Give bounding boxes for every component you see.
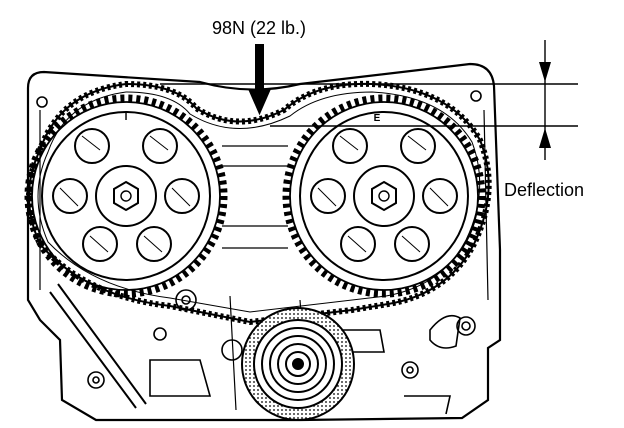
timing-belt-inner [37,91,481,313]
lower-belt-run [49,283,147,409]
deflection-arrows [539,62,551,148]
force-arrow [248,44,271,116]
left-cam-sprocket [24,94,228,298]
casting-holes [36,90,482,415]
force-label: 98N (22 lb.) [212,18,306,38]
right-cam-sprocket [282,94,486,298]
deflection-lines [160,40,578,160]
right-gear-mark: E [374,113,381,124]
tensioner-pulley [241,307,355,421]
left-gear-mark: I [125,112,128,123]
deflection-label: Deflection [504,180,584,200]
